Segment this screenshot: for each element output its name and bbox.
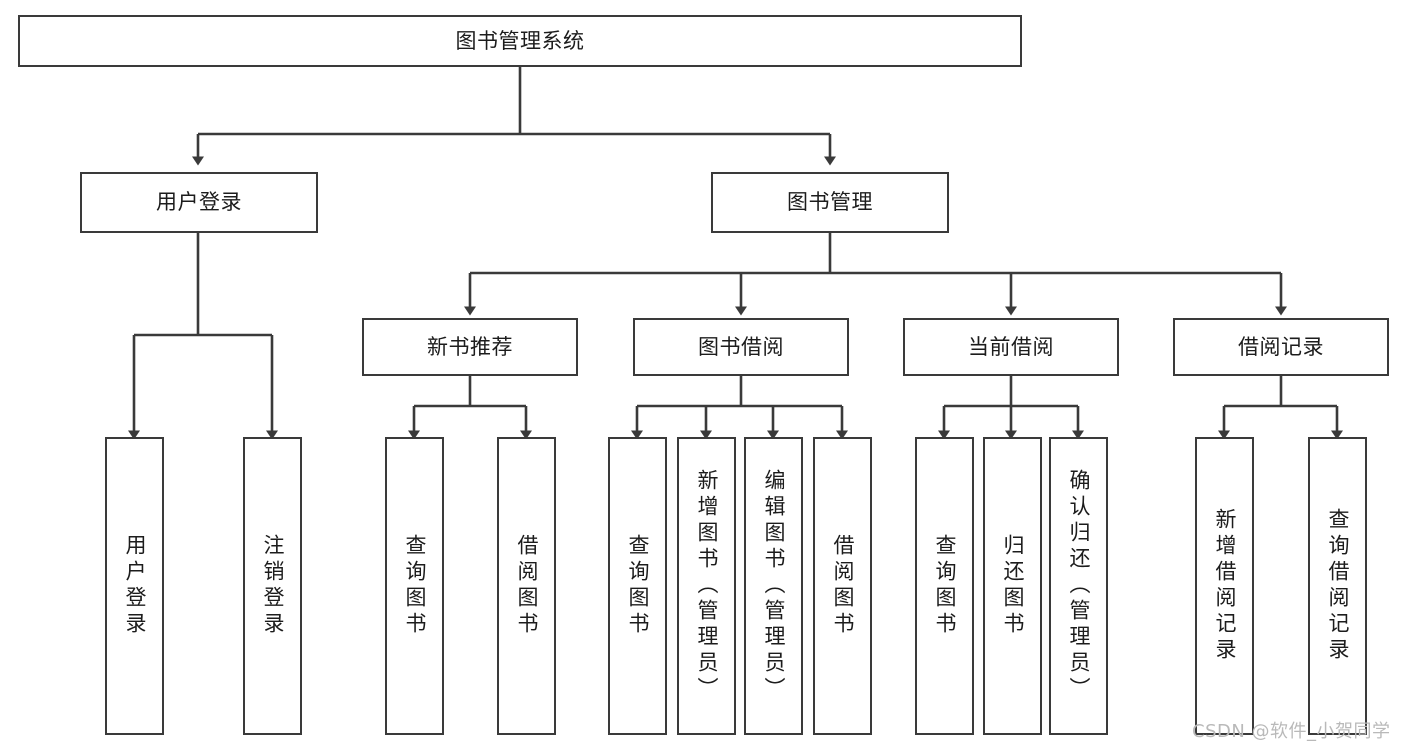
node-label: 查询图书 bbox=[933, 534, 957, 638]
node-borrow-record[interactable]: 借阅记录 bbox=[1173, 318, 1389, 376]
node-label: 编辑图书（管理员） bbox=[762, 469, 786, 703]
node-label: 查询借阅记录 bbox=[1326, 508, 1350, 664]
node-label: 查询图书 bbox=[626, 534, 650, 638]
node-label: 新增借阅记录 bbox=[1213, 508, 1237, 664]
node-label: 图书管理系统 bbox=[455, 28, 585, 53]
node-book-borrow[interactable]: 图书借阅 bbox=[633, 318, 849, 376]
node-label: 借阅图书 bbox=[515, 534, 539, 638]
leaf-add-borrow-record[interactable]: 新增借阅记录 bbox=[1195, 437, 1254, 735]
node-label: 注销登录 bbox=[261, 534, 285, 638]
node-label: 图书借阅 bbox=[698, 334, 784, 359]
leaf-add-book-admin[interactable]: 新增图书（管理员） bbox=[677, 437, 736, 735]
node-book-management[interactable]: 图书管理 bbox=[711, 172, 949, 233]
leaf-user-login[interactable]: 用户登录 bbox=[105, 437, 164, 735]
node-label: 归还图书 bbox=[1001, 534, 1025, 638]
node-label: 新增图书（管理员） bbox=[695, 469, 719, 703]
leaf-borrow-book[interactable]: 借阅图书 bbox=[813, 437, 872, 735]
leaf-query-book-new-rec[interactable]: 查询图书 bbox=[385, 437, 444, 735]
node-label: 新书推荐 bbox=[427, 334, 513, 359]
node-label: 用户登录 bbox=[156, 190, 242, 215]
node-label: 当前借阅 bbox=[968, 334, 1054, 359]
leaf-borrow-book-new-rec[interactable]: 借阅图书 bbox=[497, 437, 556, 735]
node-label: 查询图书 bbox=[403, 534, 427, 638]
node-root-book-management-system[interactable]: 图书管理系统 bbox=[18, 15, 1022, 67]
leaf-return-book[interactable]: 归还图书 bbox=[983, 437, 1042, 735]
leaf-confirm-return-admin[interactable]: 确认归还（管理员） bbox=[1049, 437, 1108, 735]
node-label: 用户登录 bbox=[123, 534, 147, 638]
leaf-edit-book-admin[interactable]: 编辑图书（管理员） bbox=[744, 437, 803, 735]
leaf-logout-login[interactable]: 注销登录 bbox=[243, 437, 302, 735]
node-label: 借阅记录 bbox=[1238, 334, 1324, 359]
leaf-query-book-borrow[interactable]: 查询图书 bbox=[608, 437, 667, 735]
node-user-login[interactable]: 用户登录 bbox=[80, 172, 318, 233]
node-current-borrow[interactable]: 当前借阅 bbox=[903, 318, 1119, 376]
leaf-query-book-current[interactable]: 查询图书 bbox=[915, 437, 974, 735]
node-label: 确认归还（管理员） bbox=[1067, 469, 1091, 703]
leaf-query-borrow-record[interactable]: 查询借阅记录 bbox=[1308, 437, 1367, 735]
node-new-book-recommendation[interactable]: 新书推荐 bbox=[362, 318, 578, 376]
node-label: 借阅图书 bbox=[831, 534, 855, 638]
node-label: 图书管理 bbox=[787, 190, 873, 215]
